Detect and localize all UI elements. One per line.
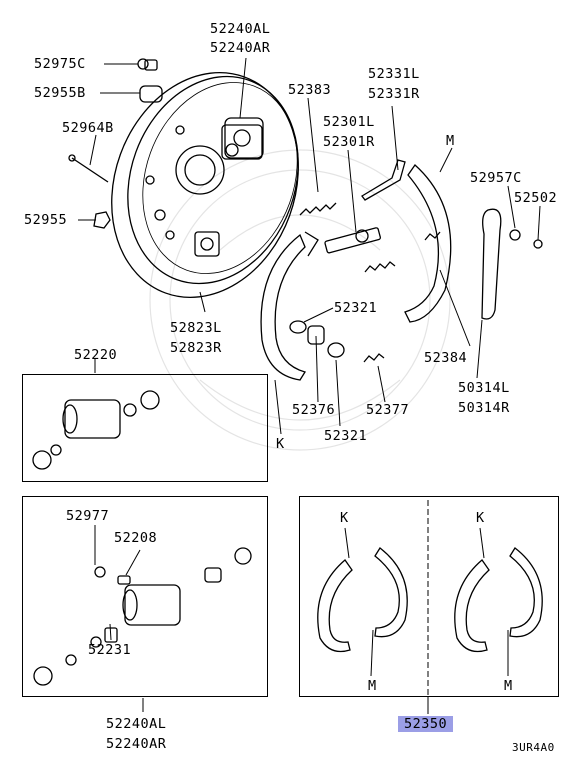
label-52955: 52955: [24, 212, 68, 228]
label-m-right: M: [504, 678, 513, 694]
label-52975c: 52975C: [34, 56, 86, 72]
label-52383: 52383: [288, 82, 332, 98]
label-m-left: M: [368, 678, 377, 694]
cylinder-assy-drawing: [33, 547, 252, 686]
cup-52321-top: [289, 320, 307, 334]
label-52376: 52376: [292, 402, 336, 418]
spring-52377: [363, 353, 385, 363]
label-52240ar: 52240AR: [210, 40, 271, 56]
label-k-right: K: [476, 510, 485, 526]
lower-spring: [364, 261, 396, 273]
label-52240al: 52240AL: [210, 21, 271, 37]
adjuster-assembly: [324, 227, 381, 254]
label-52823r: 52823R: [170, 340, 222, 356]
label-52331l: 52331L: [368, 66, 420, 82]
leader-lines: [78, 57, 541, 714]
brake-shoe-k: [260, 231, 319, 381]
label-52331r: 52331R: [368, 86, 420, 102]
label-52301r: 52301R: [323, 134, 375, 150]
label-k-left: K: [340, 510, 349, 526]
bleeder-cap: [139, 85, 163, 103]
retractor-spring: [299, 202, 337, 216]
box-52220: [22, 374, 268, 482]
label-52321-bottom: 52321: [324, 428, 368, 444]
label-52240al-bottom: 52240AL: [106, 716, 167, 732]
label-50314r: 50314R: [458, 400, 510, 416]
label-52208: 52208: [114, 530, 158, 546]
label-52377: 52377: [366, 402, 410, 418]
label-52502: 52502: [514, 190, 558, 206]
label-52220: 52220: [74, 347, 118, 363]
box-52240: [22, 496, 268, 697]
wheel-cylinder: [221, 124, 263, 160]
label-52977: 52977: [66, 508, 110, 524]
label-52350[interactable]: 52350: [398, 716, 454, 732]
label-52823l: 52823L: [170, 320, 222, 336]
clip-52502: [533, 239, 543, 249]
backing-bolt: [68, 154, 109, 183]
box-52350: [299, 496, 559, 697]
label-m-top: M: [446, 133, 455, 149]
label-52301l: 52301L: [323, 114, 375, 130]
cup-52321-bottom: [327, 342, 345, 358]
label-52384: 52384: [424, 350, 468, 366]
spring-52376: [307, 325, 325, 345]
label-50314l: 50314L: [458, 380, 510, 396]
cylinder-kit-drawing: [32, 390, 160, 470]
shoe-set-drawing: [317, 500, 543, 698]
label-52231: 52231: [88, 642, 132, 658]
label-52964b: 52964B: [62, 120, 114, 136]
label-52955b: 52955B: [34, 85, 86, 101]
washer-52957c: [509, 229, 521, 241]
brake-shoe-m: [404, 164, 452, 323]
label-52240ar-bottom: 52240AR: [106, 736, 167, 752]
nut-52955: [93, 211, 111, 229]
label-k-mid: K: [276, 436, 285, 452]
label-52957c: 52957C: [470, 170, 522, 186]
adjusting-lever: [361, 159, 406, 201]
bleeder-screw: [137, 58, 158, 71]
parking-lever: [481, 208, 502, 320]
diagram-code: 3UR4A0: [512, 741, 555, 754]
label-52321-top: 52321: [334, 300, 378, 316]
